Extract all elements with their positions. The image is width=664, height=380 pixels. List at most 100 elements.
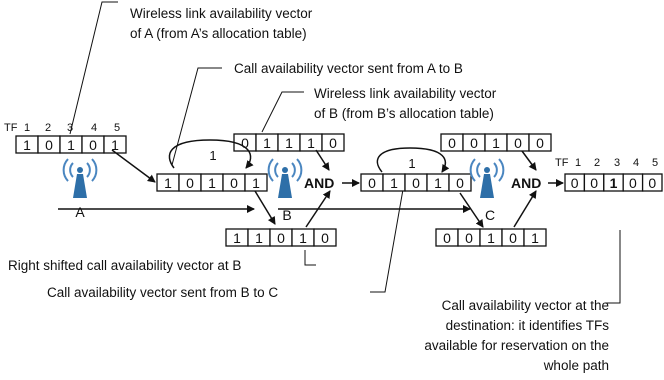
annotation-line: destination: it identifies TFs xyxy=(446,318,610,333)
annotation-line: Call availability vector sent from B to … xyxy=(47,285,278,300)
bit-value: 0 xyxy=(456,175,464,191)
tf-index: 1 xyxy=(575,157,581,169)
bit-value: 1 xyxy=(233,230,241,246)
bit-value: 1 xyxy=(263,135,271,151)
annotation-b-to-c: Call availability vector sent from B to … xyxy=(47,285,278,300)
bit-cell xyxy=(244,173,268,192)
wireless-antenna-icon xyxy=(62,158,98,199)
bit-value: 0 xyxy=(368,175,376,191)
bit-value: 0 xyxy=(89,137,97,153)
tf-index: 2 xyxy=(594,157,600,169)
bit-value: 0 xyxy=(514,135,522,151)
annotation-line: Call availability vector at the xyxy=(442,298,609,313)
bit-value: 0 xyxy=(448,135,456,151)
bit-value: 0 xyxy=(536,135,544,151)
tf-index: 5 xyxy=(114,122,120,134)
flow-arrows xyxy=(58,149,564,228)
bit-value: 1 xyxy=(487,230,495,246)
bit-value: 0 xyxy=(443,230,451,246)
annotation-line: Wireless link availability vector xyxy=(314,86,497,101)
arrow-blink-to-and xyxy=(315,149,330,171)
bit-value: 1 xyxy=(299,230,307,246)
annotation-right-shifted: Right shifted call availability vector a… xyxy=(8,258,241,273)
tf-index: 4 xyxy=(633,157,639,169)
arrow-a-link-to-ab xyxy=(111,149,156,183)
tf-index: 3 xyxy=(614,157,620,169)
annotation-line: Wireless link availability vector xyxy=(130,6,313,21)
tf-header-dest: TF 1 2 3 4 5 xyxy=(555,157,658,169)
bit-value: 1 xyxy=(208,175,216,191)
bit-value: 0 xyxy=(648,175,656,191)
bit-value: 0 xyxy=(230,175,238,191)
shift-arrow-c xyxy=(376,147,450,173)
bit-value: 0 xyxy=(465,230,473,246)
node-label: B xyxy=(282,207,291,223)
annotation-b-link: Wireless link availability vector of B (… xyxy=(314,86,497,121)
annotation-line: Right shifted call availability vector a… xyxy=(8,258,241,273)
bit-value: 0 xyxy=(241,135,249,151)
annotation-line: of B (from B’s allocation table) xyxy=(314,106,494,121)
and-operators: AND AND xyxy=(304,175,541,191)
bit-value: 1 xyxy=(164,175,172,191)
bit-cell xyxy=(321,133,345,152)
bit-cell xyxy=(313,228,337,247)
bit-value: 0 xyxy=(470,135,478,151)
tf-index: 4 xyxy=(91,122,97,134)
bit-value: 0 xyxy=(45,137,53,153)
annotation-line: whole path xyxy=(543,358,609,373)
annotation-line: of A (from A’s allocation table) xyxy=(130,26,307,41)
bit-value: 1 xyxy=(23,137,31,153)
bit-value: 0 xyxy=(329,135,337,151)
tf-header-a: TF 1 2 3 4 5 xyxy=(4,122,120,134)
bit-value: 0 xyxy=(571,175,579,191)
tf-index: 2 xyxy=(45,122,51,134)
bit-cell xyxy=(448,173,472,192)
tf-label: TF xyxy=(555,157,569,169)
node-b: B xyxy=(267,158,303,223)
arrow-clink-to-and xyxy=(521,150,537,171)
bit-cell xyxy=(523,228,547,247)
arrow-shift-to-and-c xyxy=(513,190,537,228)
arrow-ab-to-shift xyxy=(254,190,276,225)
bit-value: 1 xyxy=(307,135,315,151)
annotation-line: Call availability vector sent from A to … xyxy=(234,61,463,76)
shift-label: 1 xyxy=(209,148,216,163)
tf-label: TF xyxy=(4,122,18,134)
bit-value: 0 xyxy=(412,175,420,191)
bit-value: 0 xyxy=(629,175,637,191)
bit-value: 0 xyxy=(509,230,517,246)
annotation-a-to-b: Call availability vector sent from A to … xyxy=(234,61,463,76)
bit-value: 1 xyxy=(285,135,293,151)
bit-value: 0 xyxy=(590,175,598,191)
bit-value: 1 xyxy=(255,230,263,246)
tf-index: 3 xyxy=(67,122,73,134)
bit-value: 1 xyxy=(531,230,539,246)
tf-index: 1 xyxy=(24,122,30,134)
wireless-antenna-icon xyxy=(469,158,505,199)
bit-value: 1 xyxy=(390,175,398,191)
and-operator-c: AND xyxy=(511,175,541,191)
arrow-bc-to-shift xyxy=(459,192,484,228)
bit-value: 1 xyxy=(111,137,119,153)
shift-arrow-b xyxy=(168,139,254,169)
bit-value: 1 xyxy=(434,175,442,191)
node-label: A xyxy=(75,204,85,220)
bit-cell xyxy=(528,133,552,152)
bit-cell xyxy=(641,173,663,192)
node-c: C xyxy=(469,158,505,223)
bit-value: 1 xyxy=(492,135,500,151)
node-a: A xyxy=(62,158,98,220)
tf-index: 5 xyxy=(652,157,658,169)
bit-value: 1 xyxy=(610,175,618,191)
